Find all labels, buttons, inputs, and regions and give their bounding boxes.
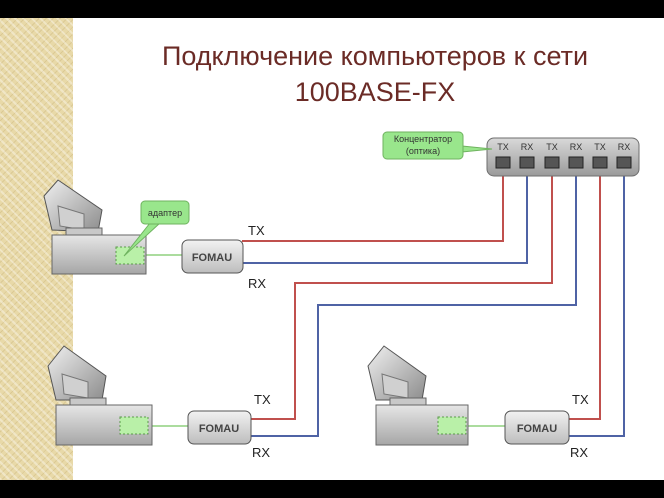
fomau-1-label: FOMAU — [192, 252, 232, 264]
rx-cable-station-2 — [250, 164, 577, 437]
tx-cable-station-3 — [568, 164, 601, 420]
hub-port-label-4: RX — [570, 142, 583, 152]
tx-label-1: TX — [248, 223, 265, 238]
adapter-callout-label: адаптер — [148, 208, 182, 218]
rx-label-1: RX — [248, 276, 266, 291]
computer-1 — [43, 179, 147, 275]
hub-port-4 — [568, 156, 584, 169]
fomau-3-label: FOMAU — [517, 423, 557, 435]
monitor-3 — [367, 345, 427, 401]
hub-port-label-5: TX — [594, 142, 606, 152]
computer-2 — [47, 345, 153, 446]
hub-port-3 — [544, 156, 560, 169]
network-adapter-3 — [437, 416, 467, 435]
hub-port-label-6: RX — [618, 142, 631, 152]
hub-port-1 — [495, 156, 511, 169]
fomau-3: FOMAU — [504, 410, 570, 445]
hub: TX RX TX RX TX RX — [486, 137, 640, 177]
hub-port-6 — [616, 156, 632, 169]
hub-port-label-3: TX — [546, 142, 558, 152]
tx-label-2: TX — [254, 392, 271, 407]
hub-port-label-1: TX — [497, 142, 509, 152]
hub-port-5 — [592, 156, 608, 169]
hub-port-2 — [519, 156, 535, 169]
network-adapter-1 — [115, 246, 145, 265]
rx-label-2: RX — [252, 445, 270, 460]
fomau-2: FOMAU — [187, 410, 252, 445]
title-line-1: Подключение компьютеров к сети — [161, 41, 589, 71]
adapter-callout: адаптер — [123, 200, 190, 257]
hub-port-label-2: RX — [521, 142, 534, 152]
hub-callout-line-1: Концентратор — [394, 134, 452, 144]
tx-cable-station-2 — [250, 164, 553, 420]
computer-3 — [367, 345, 469, 446]
rx-cable-station-1 — [242, 164, 528, 264]
hub-callout-line-2: (оптика) — [406, 146, 440, 156]
tx-label-3: TX — [572, 392, 589, 407]
network-diagram: TX RX TX RX TX RX Концентратор (оптика) — [43, 131, 640, 460]
slide: Подключение компьютеров к сети 100BASE-F… — [0, 18, 664, 480]
network-adapter-2 — [119, 416, 149, 435]
title-line-2: 100BASE-FX — [294, 77, 456, 107]
hub-callout: Концентратор (оптика) — [382, 131, 493, 160]
monitor-2 — [47, 345, 107, 401]
rx-cable-station-3 — [568, 164, 625, 437]
slide-title: Подключение компьютеров к сети 100BASE-F… — [95, 38, 655, 110]
fomau-2-label: FOMAU — [199, 423, 239, 435]
tx-cable-station-1 — [242, 164, 504, 242]
rx-label-3: RX — [570, 445, 588, 460]
cables — [146, 164, 625, 437]
monitor-1 — [43, 179, 103, 233]
fomau-1: FOMAU — [181, 239, 244, 274]
